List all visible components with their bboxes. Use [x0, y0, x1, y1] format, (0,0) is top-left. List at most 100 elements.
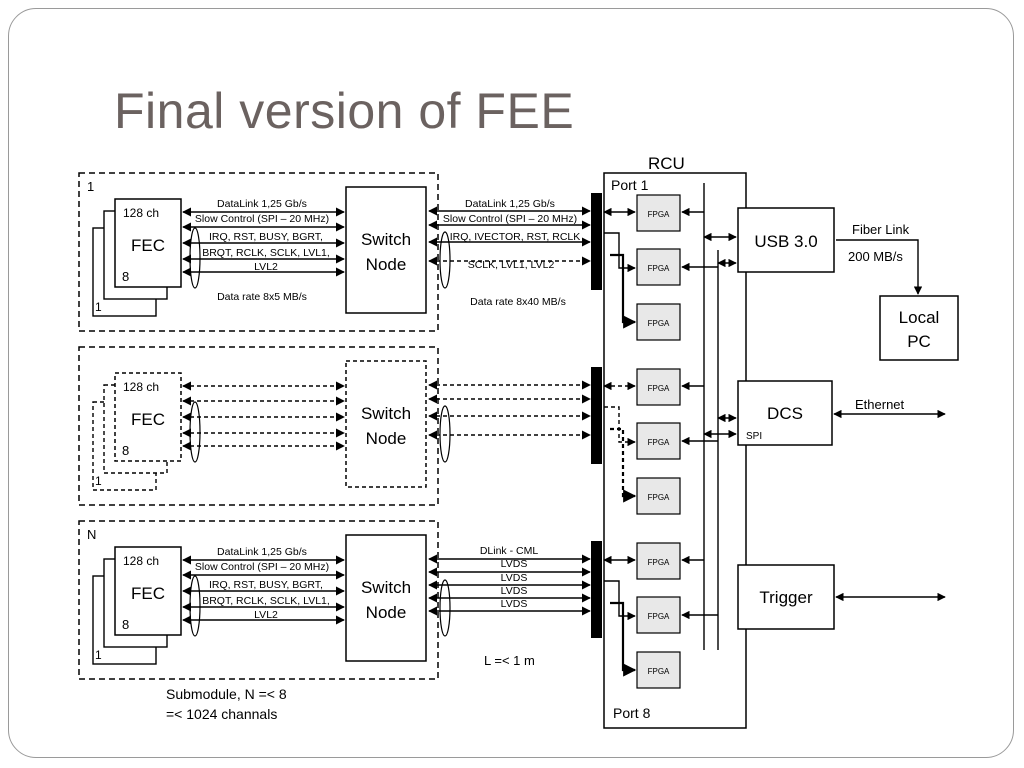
bundle-ellipse-right	[439, 579, 451, 637]
rcu-box	[603, 172, 747, 729]
bundle-ellipse-left	[189, 575, 201, 637]
usb-label: USB 3.0	[754, 232, 817, 251]
usb-box	[737, 207, 835, 273]
fec-data-rate: Data rate 8x5 MB/s	[217, 291, 307, 303]
page-title: Final version of FEE	[114, 83, 575, 139]
submodule-frame	[78, 520, 439, 680]
rcu-port-bar	[591, 367, 602, 464]
rcu-link-label: LVDS	[501, 585, 528, 597]
ethernet-label: Ethernet	[855, 397, 905, 412]
fec-link-label: Slow Control (SPI – 20 MHz)	[195, 213, 329, 225]
submodule-frame	[78, 346, 439, 506]
spi-label: SPI	[746, 431, 762, 442]
dcs-label: DCS	[767, 404, 803, 423]
fec-label: FEC	[131, 410, 165, 429]
fpga-box	[636, 477, 681, 515]
rcu-link-label: DLink - CML	[480, 545, 539, 557]
switch-label-line1: Switch	[361, 404, 411, 423]
fec-card-front	[114, 198, 182, 288]
port-fpga-link	[604, 580, 636, 621]
fpga-box	[636, 542, 681, 580]
fec-link-label: BRQT, RCLK, SCLK, LVL1,	[202, 247, 330, 259]
rcu-link-label: IRQ, IVECTOR, RST, RCLK	[450, 231, 581, 243]
rcu-link-label: SCLK, LVL1, LVL2	[468, 259, 555, 271]
port-fpga-link	[604, 232, 636, 273]
trigger-label: Trigger	[759, 588, 813, 607]
fpga-box	[636, 651, 681, 689]
fpga-label: FPGA	[648, 210, 670, 219]
rcu-link-label: DataLink 1,25 Gb/s	[465, 198, 555, 210]
fec-count: 8	[122, 269, 129, 284]
fec-label: FEC	[131, 236, 165, 255]
fec-link-label: Slow Control (SPI – 20 MHz)	[195, 561, 329, 573]
fpga-label: FPGA	[648, 667, 670, 676]
fiber-link-label: Fiber Link	[852, 222, 910, 237]
fpga-box	[636, 596, 681, 634]
fec-back-label: 1	[95, 300, 102, 314]
submodule-frame	[78, 172, 439, 332]
rcu-port-bar	[591, 193, 602, 290]
fpga-label: FPGA	[648, 384, 670, 393]
fec-link-label: BRQT, RCLK, SCLK, LVL1,	[202, 595, 330, 607]
trigger-box	[737, 564, 835, 630]
fpga-box	[636, 422, 681, 460]
fpga-label: FPGA	[648, 612, 670, 621]
fpga-box	[636, 303, 681, 341]
submodule-index: N	[87, 527, 96, 542]
fpga-label: FPGA	[648, 493, 670, 502]
local-pc-line2: PC	[907, 332, 931, 351]
cable-length-note: L =< 1 m	[484, 653, 535, 668]
fiber-link	[836, 239, 923, 295]
fec-label: FEC	[131, 584, 165, 603]
rcu-port-bar	[591, 541, 602, 638]
port-fpga-link	[610, 427, 637, 503]
fec-channels: 128 ch	[123, 380, 159, 394]
switch-label-line2: Node	[366, 603, 407, 622]
fec-link-label: DataLink 1,25 Gb/s	[217, 546, 307, 558]
fpga-label: FPGA	[648, 319, 670, 328]
port-fpga-link	[610, 601, 637, 677]
fec-link-label: IRQ, RST, BUSY, BGRT,	[209, 579, 323, 591]
bundle-ellipse-right	[439, 405, 451, 463]
rcu-link-label: Slow Control (SPI – 20 MHz)	[443, 213, 577, 225]
switch-label-line1: Switch	[361, 578, 411, 597]
rcu-label: RCU	[648, 154, 685, 173]
bundle-ellipse-left	[189, 401, 201, 463]
fiber-rate-label: 200 MB/s	[848, 249, 903, 264]
fec-link-label: DataLink 1,25 Gb/s	[217, 198, 307, 210]
switch-node-box	[345, 186, 427, 314]
local-pc-line1: Local	[899, 308, 940, 327]
fec-count: 8	[122, 617, 129, 632]
rcu-link-label: LVDS	[501, 598, 528, 610]
submodule-index: 1	[87, 179, 94, 194]
fec-count: 8	[122, 443, 129, 458]
bundle-ellipse-right	[439, 231, 451, 289]
fec-channels: 128 ch	[123, 206, 159, 220]
submodule-note-line1: Submodule, N =< 8	[166, 686, 287, 702]
rcu-data-rate: Data rate 8x40 MB/s	[470, 296, 566, 308]
fec-back-label: 1	[95, 474, 102, 488]
fec-channels: 128 ch	[123, 554, 159, 568]
fpga-box	[636, 248, 681, 286]
dcs-box	[737, 380, 833, 446]
fec-link-label: LVL2	[254, 261, 278, 273]
switch-node-box	[345, 360, 427, 488]
submodule-note-line2: =< 1024 channals	[166, 706, 277, 722]
fec-link-label: IRQ, RST, BUSY, BGRT,	[209, 231, 323, 243]
fec-card-front	[114, 372, 182, 462]
port-1-label: Port 1	[611, 177, 649, 193]
switch-label-line2: Node	[366, 429, 407, 448]
rcu-link-label: LVDS	[501, 558, 528, 570]
port-fpga-link	[604, 406, 636, 447]
port-fpga-link	[610, 253, 637, 329]
rcu-link-label: LVDS	[501, 572, 528, 584]
fec-card-front	[114, 546, 182, 636]
fpga-label: FPGA	[648, 558, 670, 567]
fpga-box	[636, 368, 681, 406]
local-pc-box	[879, 295, 959, 361]
